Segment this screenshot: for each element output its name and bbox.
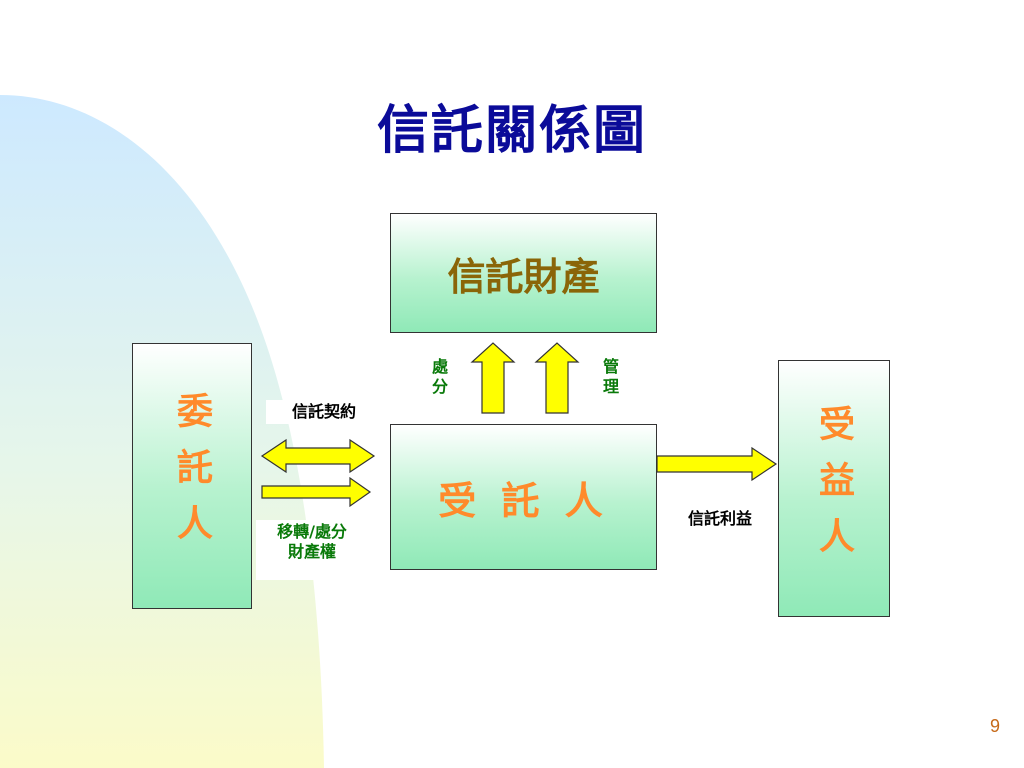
double-arrow-icon <box>260 438 376 474</box>
transfer-arrow-icon <box>261 476 372 508</box>
dispose-label: 處分 <box>416 355 464 419</box>
trust-benefit-label: 信託利益 <box>666 507 774 531</box>
manage-label: 管理 <box>588 355 634 419</box>
trust-contract-label: 信託契約 <box>266 400 382 424</box>
manage-arrow-icon <box>534 342 580 414</box>
transfer-label-line2: 財產權 <box>287 542 336 561</box>
trust-property-label: 信託財產 <box>447 253 600 299</box>
settlor-box: 委託人 <box>132 343 252 609</box>
manage-label-text: 管理 <box>602 357 619 396</box>
dispose-label-text: 處分 <box>431 357 448 396</box>
trust-property-box: 信託財產 <box>390 213 657 333</box>
trustee-label: 受 託 人 <box>438 477 609 523</box>
page-number: 9 <box>989 716 1000 736</box>
benefit-arrow-icon <box>656 446 778 482</box>
dispose-arrow-icon <box>470 342 516 414</box>
settlor-label: 委託人 <box>171 392 213 560</box>
trustee-box: 受 託 人 <box>390 424 657 570</box>
beneficiary-label: 受益人 <box>813 404 855 573</box>
transfer-label: 移轉/處分 財產權 <box>256 520 368 580</box>
beneficiary-box: 受益人 <box>778 360 890 617</box>
page-title: 信託關係圖 <box>376 100 647 161</box>
transfer-label-line1: 移轉/處分 <box>277 522 347 541</box>
